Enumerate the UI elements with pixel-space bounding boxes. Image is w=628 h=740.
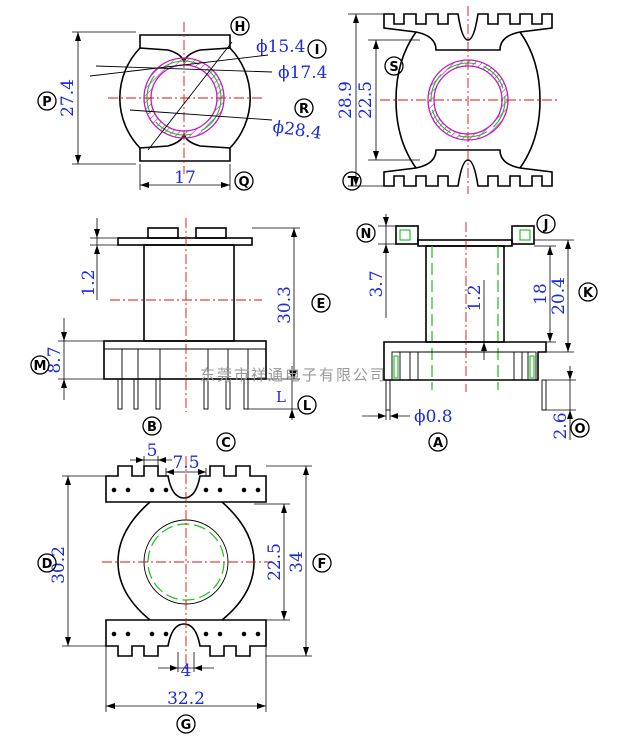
dim-flange: 1.2: [79, 269, 99, 296]
dim-pin-length-right: 2.6: [551, 412, 571, 439]
svg-text:K: K: [583, 286, 594, 301]
dim-pin-length: L: [276, 388, 286, 406]
company-watermark: 东莞市祥通电子有限公司: [200, 366, 387, 384]
svg-text:S: S: [389, 60, 398, 75]
marker-b: B: [142, 416, 162, 436]
svg-text:Q: Q: [238, 175, 249, 190]
dim-diameter-inner: ϕ15.4: [256, 37, 305, 57]
dim-diameter-mid: ϕ17.4: [278, 63, 327, 83]
svg-text:T: T: [348, 175, 357, 190]
marker-a: A: [428, 432, 448, 452]
svg-text:M: M: [34, 359, 47, 374]
view-top-right: 28.9 22.5 S T: [336, 6, 560, 194]
view-mid-right: 3.7 1.2 18 20.4 ϕ0.8 2.6 N J K A O: [356, 214, 598, 452]
dim-diameter-outer: ϕ28.4: [271, 117, 323, 144]
dim-total-height: 30.3: [275, 286, 295, 324]
marker-j: J: [536, 214, 556, 234]
marker-n: N: [356, 223, 376, 243]
svg-text:R: R: [299, 102, 309, 117]
marker-t: T: [342, 171, 362, 191]
svg-text:I: I: [315, 43, 320, 58]
marker-i: I: [307, 39, 327, 59]
marker-k: K: [578, 282, 598, 302]
svg-text:L: L: [303, 399, 311, 414]
view-top-left: 27.4 17 ϕ15.4 ϕ17.4 ϕ28.4 H I R P Q: [37, 16, 327, 191]
view-mid-left: 1.2 30.3 8.7 L E M L: [30, 218, 331, 420]
dim-outer: 20.4: [549, 277, 569, 315]
svg-text:N: N: [361, 227, 372, 242]
marker-m: M: [30, 355, 50, 375]
svg-text:J: J: [543, 218, 549, 233]
pin-holes: [111, 487, 261, 637]
svg-text:H: H: [235, 20, 246, 35]
svg-text:F: F: [318, 557, 327, 572]
svg-text:E: E: [317, 297, 326, 312]
dim-top: 3.7: [367, 270, 387, 297]
marker-r: R: [294, 98, 314, 118]
dim-pin-diameter: ϕ0.8: [414, 407, 453, 427]
dim-base: 8.7: [45, 346, 65, 373]
marker-c: C: [216, 432, 236, 452]
dim-height-d: 30.2: [49, 546, 69, 584]
marker-h: H: [230, 16, 250, 36]
svg-text:O: O: [574, 422, 585, 437]
view-bottom: 5 7.5 30.2 22.5 34 4 32.2: [37, 416, 332, 734]
marker-q: Q: [234, 171, 254, 191]
dim-height: 27.4: [58, 79, 78, 117]
marker-l: L: [297, 395, 317, 415]
dim-window: 22.5: [265, 543, 285, 581]
marker-o: O: [570, 418, 590, 438]
svg-text:C: C: [221, 436, 231, 451]
dim-width: 17: [174, 168, 196, 188]
marker-d: D: [37, 553, 57, 573]
svg-text:G: G: [181, 718, 192, 733]
dim-slot: 4: [181, 661, 192, 681]
marker-g: G: [176, 714, 196, 734]
svg-text:P: P: [42, 95, 52, 110]
marker-p: P: [37, 91, 57, 111]
marker-e: E: [311, 293, 331, 313]
dim-pitch-c: 7.5: [172, 453, 199, 473]
svg-text:B: B: [147, 420, 157, 435]
dim-height-inner: 22.5: [356, 81, 376, 119]
dim-pitch-b: 5: [147, 441, 158, 461]
dim-inner: 18: [531, 283, 551, 305]
dim-height-outer: 28.9: [336, 81, 356, 119]
marker-s: S: [384, 56, 404, 76]
dim-height-f: 34: [287, 551, 307, 573]
svg-text:A: A: [433, 436, 443, 451]
dim-wall: 1.2: [465, 284, 485, 311]
marker-f: F: [312, 553, 332, 573]
dim-width-total: 32.2: [167, 689, 205, 709]
svg-text:D: D: [42, 557, 53, 572]
